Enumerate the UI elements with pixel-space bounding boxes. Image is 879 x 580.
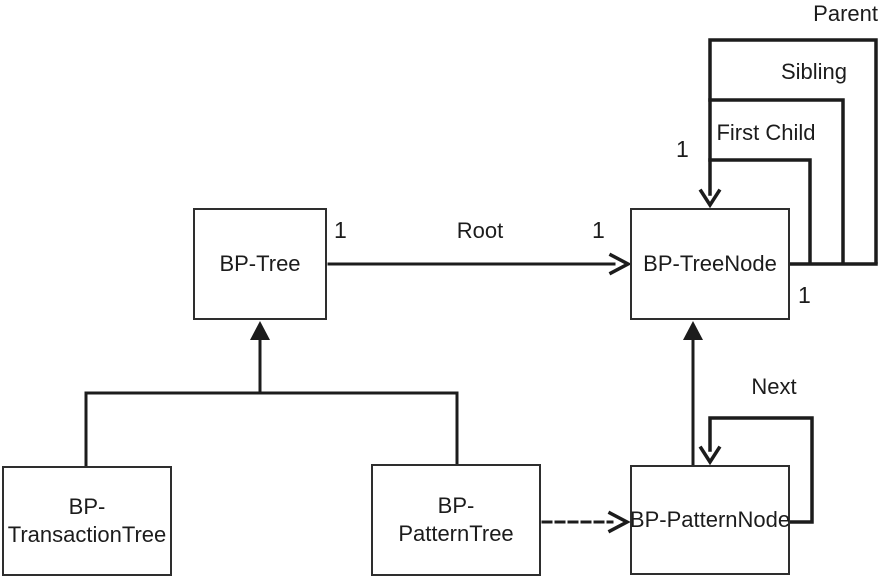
pattern-dependency-dashed-arrow	[541, 510, 631, 534]
sibling-self-loop	[708, 98, 845, 264]
class-label: BP-Tree	[219, 251, 301, 276]
next-self-loop	[698, 416, 814, 524]
multiplicity-root-target: 1	[592, 217, 605, 243]
root-edge-label: Root	[456, 218, 504, 243]
class-label-line2: TransactionTree	[7, 522, 167, 547]
class-box-bp-transactiontree: BP- TransactionTree	[2, 466, 172, 576]
root-association-arrow	[327, 252, 632, 276]
arrowhead-up-icon	[250, 321, 270, 340]
first-child-loop-label: First Child	[716, 120, 816, 145]
parent-self-loop	[708, 38, 878, 264]
class-box-bp-patterntree: BP- PatternTree	[371, 464, 541, 576]
class-label: BP-TreeNode	[643, 251, 777, 276]
patternnode-treenode-arrow	[683, 321, 703, 466]
arrowhead-down-icon	[698, 188, 722, 209]
class-label-line1: BP-	[68, 494, 106, 519]
class-label: BP-PatternNode	[629, 507, 791, 532]
generalization-connector	[84, 321, 459, 468]
class-label-line1: BP-	[437, 493, 475, 518]
class-box-bp-treenode: BP-TreeNode	[630, 208, 790, 320]
arrowhead-up-icon	[683, 321, 703, 340]
multiplicity-loop-exit: 1	[798, 282, 811, 308]
sibling-loop-label: Sibling	[780, 59, 847, 84]
parent-loop-label: Parent	[813, 1, 878, 26]
multiplicity-root-source: 1	[334, 217, 347, 243]
multiplicity-loop-entry: 1	[676, 136, 689, 162]
class-box-bp-patternnode: BP-PatternNode	[630, 465, 790, 575]
class-label-line2: PatternTree	[398, 521, 514, 546]
class-box-bp-tree: BP-Tree	[193, 208, 327, 320]
arrowhead-right-icon	[608, 252, 632, 276]
next-loop-label: Next	[751, 374, 797, 399]
first-child-self-loop	[708, 158, 812, 264]
arrowhead-down-icon	[698, 445, 722, 466]
arrowhead-right-icon	[607, 510, 631, 534]
